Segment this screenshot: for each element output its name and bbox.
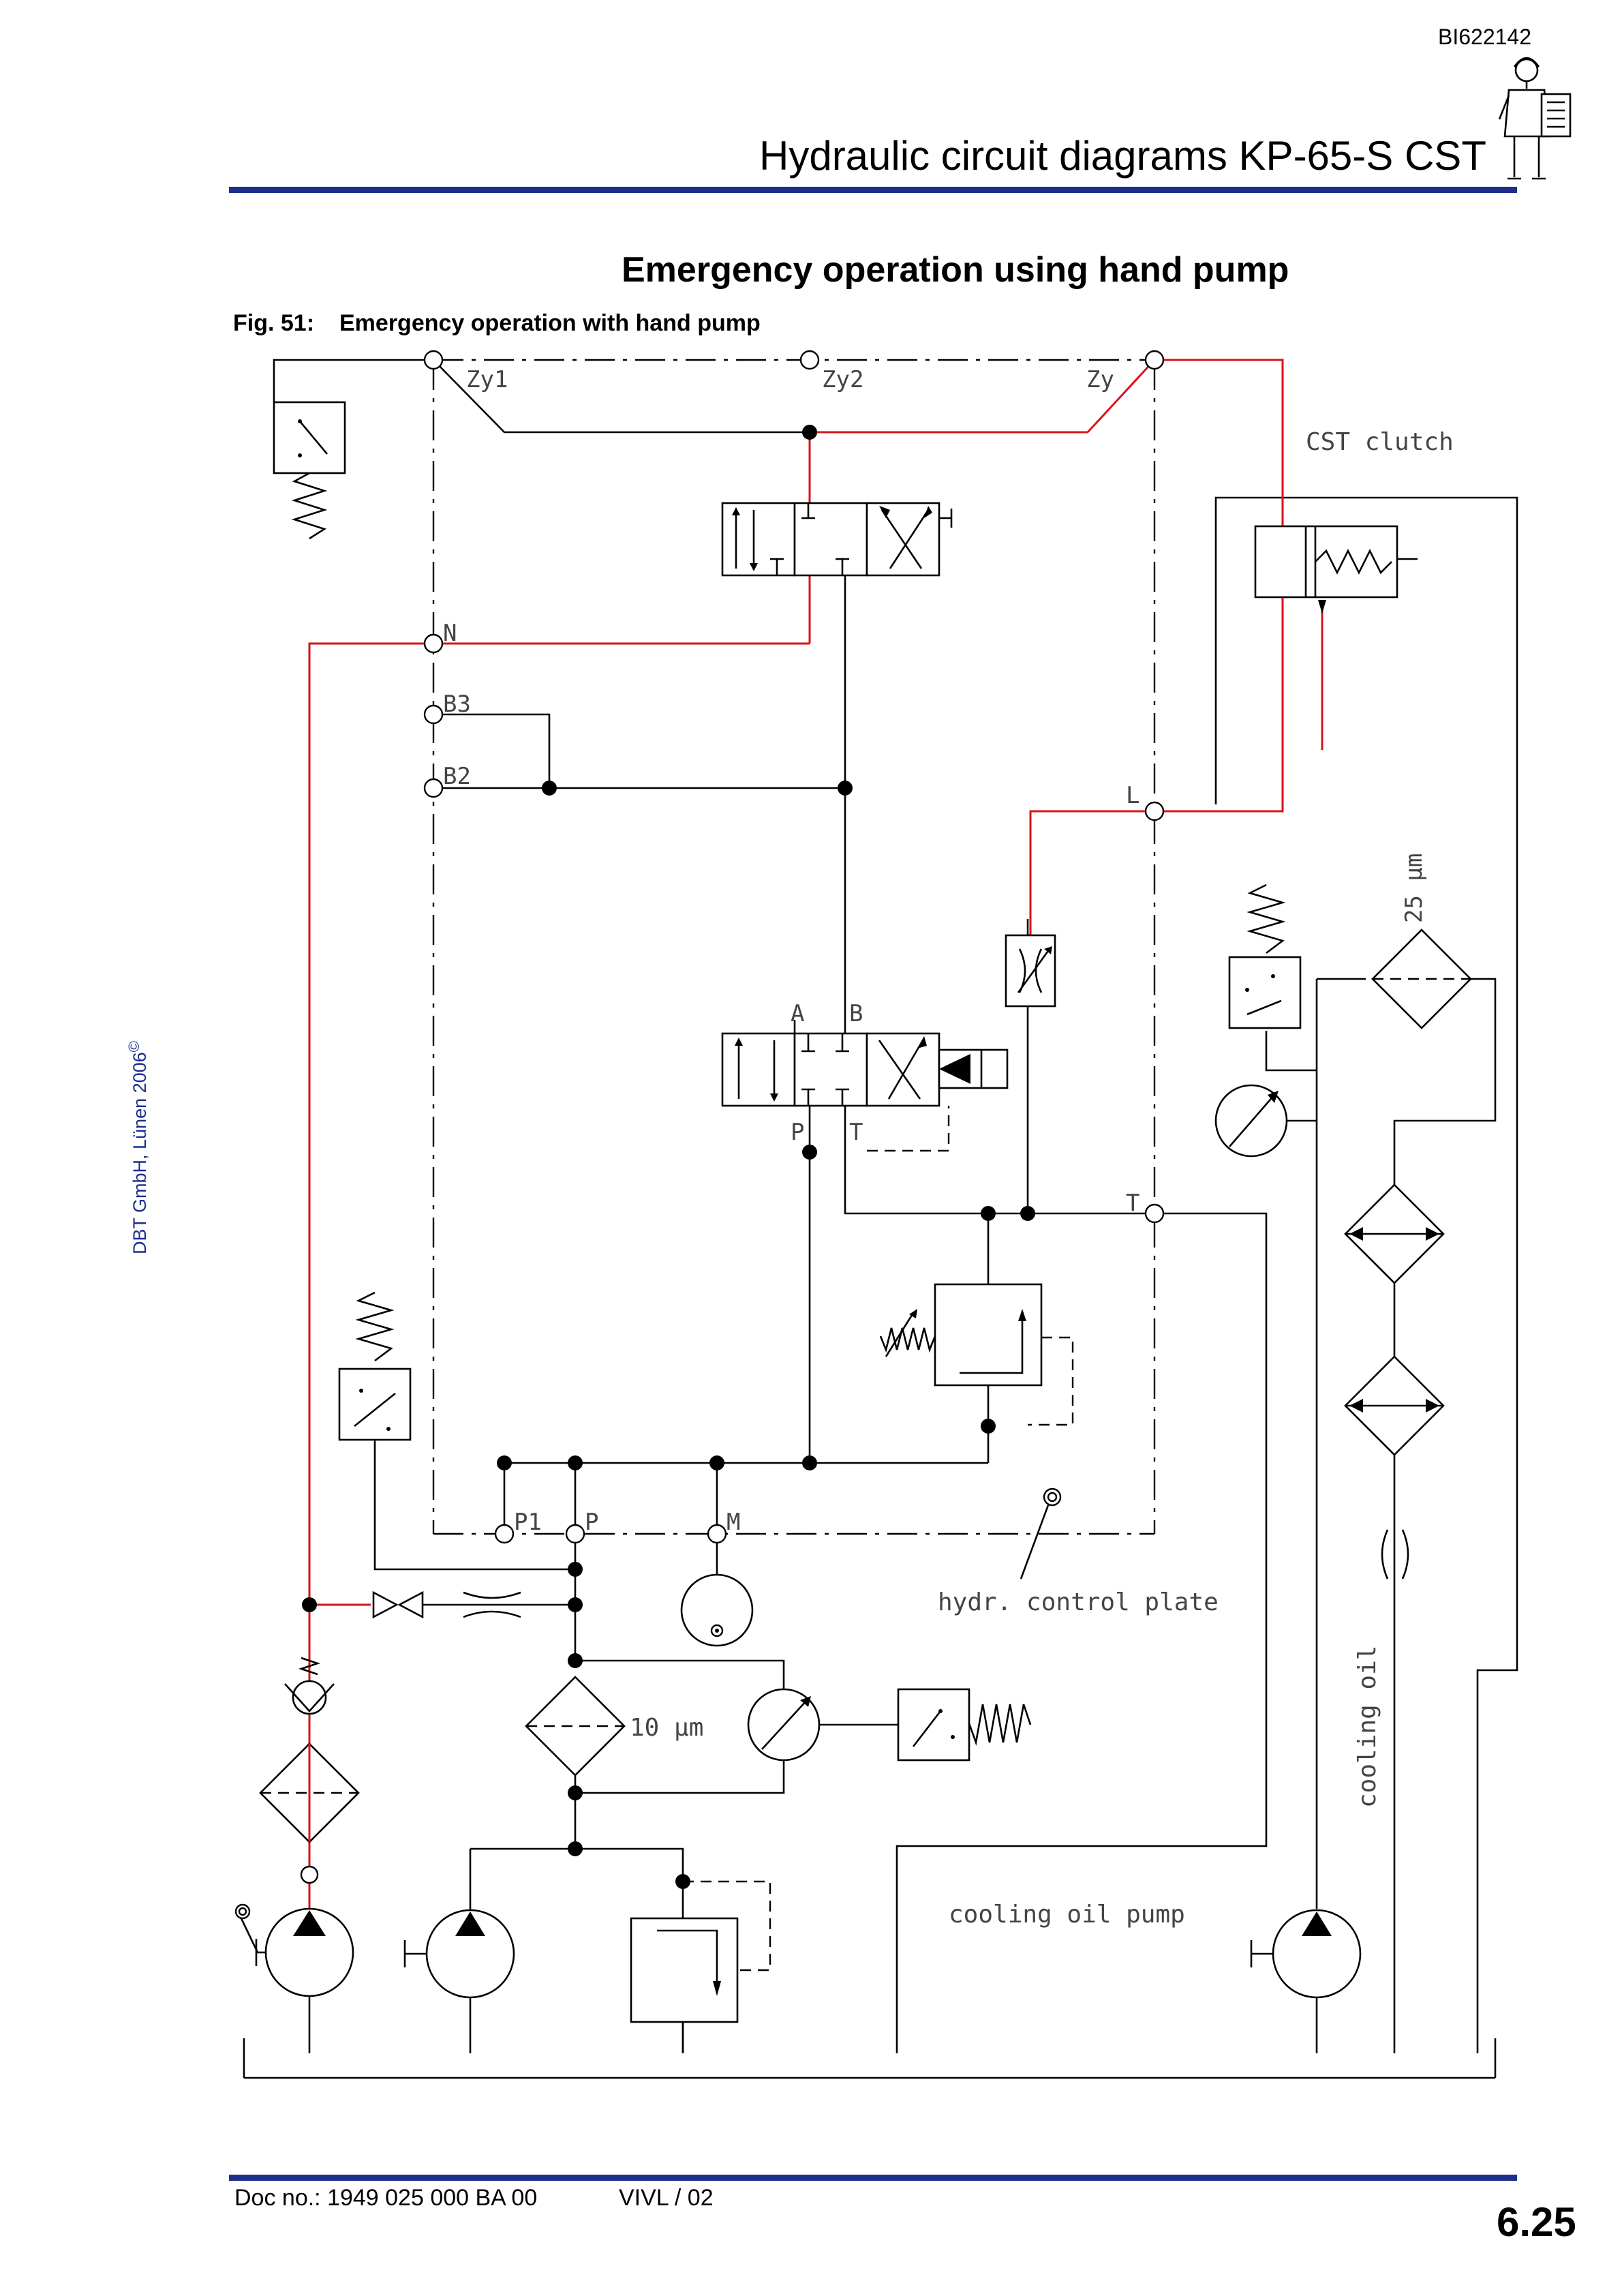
port-label-b3: B3 — [443, 691, 471, 718]
filter-hand-pump — [259, 1742, 360, 1843]
hydraulic-lines — [243, 359, 1518, 2079]
junction-points — [302, 425, 1035, 1889]
port-label-a: A — [791, 1000, 804, 1027]
check-valve — [284, 1657, 335, 1715]
filter-main — [525, 1676, 626, 1777]
page-number: 6.25 — [1497, 2199, 1576, 2245]
pressure-gauge-filter — [747, 1688, 821, 1762]
port-label-l: L — [1126, 782, 1139, 809]
pressure-gauge-right — [1214, 1084, 1317, 1158]
figure-caption: Fig. 51: Emergency operation with hand pu… — [233, 310, 761, 337]
port-label-b: B — [849, 1000, 863, 1027]
label-control-plate: hydr. control plate — [938, 1588, 1219, 1616]
solenoid-directional-valve — [721, 1020, 1009, 1152]
port-label-p: P — [791, 1119, 804, 1146]
control-plate-marker — [1020, 1487, 1062, 1580]
pressure-gauge-m — [680, 1573, 754, 1647]
active-emergency-path — [308, 359, 1323, 1922]
port-label-m: M — [726, 1509, 740, 1536]
document-revision: VIVL / 02 — [619, 2185, 714, 2211]
filter-fine — [1371, 928, 1472, 1029]
port-label-t: T — [849, 1119, 863, 1146]
footer-rule — [229, 2175, 1517, 2181]
technician-icon — [1498, 57, 1572, 180]
header-rule — [229, 187, 1517, 193]
port-label-b2: B2 — [443, 763, 471, 790]
cooler-upper — [1344, 1183, 1445, 1284]
port-label-zy: Zy — [1086, 366, 1114, 393]
shutoff-valve — [372, 1590, 424, 1619]
figure-caption-text: Emergency operation with hand pump — [339, 310, 761, 336]
cooler-lower — [1344, 1355, 1445, 1456]
page-title: Hydraulic circuit diagrams KP-65-S CST — [759, 133, 1486, 179]
label-cst-clutch: CST clutch — [1306, 428, 1454, 456]
control-plate-boundary — [432, 359, 1156, 1535]
port-markers — [423, 350, 1165, 1544]
port-label-p1: P1 — [514, 1509, 542, 1536]
document-id: BI622142 — [1438, 25, 1532, 49]
section-heading: Emergency operation using hand pump — [622, 250, 1289, 290]
label-cooling-oil: cooling oil — [1353, 1646, 1381, 1808]
port-label-n: N — [443, 620, 457, 647]
pressure-switch-right — [1228, 883, 1302, 1029]
pressure-switch-left — [338, 1291, 412, 1441]
main-pump — [403, 1909, 515, 1999]
port-label-zy1: Zy1 — [466, 366, 508, 393]
throttle-valve — [1005, 934, 1056, 1008]
orifice-cooling — [1381, 1529, 1409, 1580]
label-cooling-oil-pump: cooling oil pump — [949, 1901, 1185, 1929]
cooling-oil-pump — [1250, 1909, 1362, 1999]
figure-number: Fig. 51: — [233, 310, 315, 336]
orifice-main — [463, 1591, 521, 1618]
pilot-directional-valve — [721, 502, 953, 577]
pressure-switch-filter — [897, 1688, 1032, 1762]
document-number: Doc no.: 1949 025 000 BA 00 — [234, 2185, 538, 2211]
cst-clutch-cylinder — [1254, 525, 1398, 614]
pump-relief-valve — [630, 1880, 771, 2023]
label-filter-main: 10 µm — [630, 1714, 703, 1742]
pressure-switch-top — [273, 401, 346, 540]
hand-pump — [234, 1865, 354, 1997]
port-label-t-out: T — [1126, 1190, 1139, 1217]
label-filter-fine: 25 µm — [1401, 854, 1428, 923]
pressure-relief-valve — [879, 1283, 1074, 1426]
port-label-p-main: P — [585, 1509, 598, 1536]
port-label-zy2: Zy2 — [822, 366, 863, 393]
